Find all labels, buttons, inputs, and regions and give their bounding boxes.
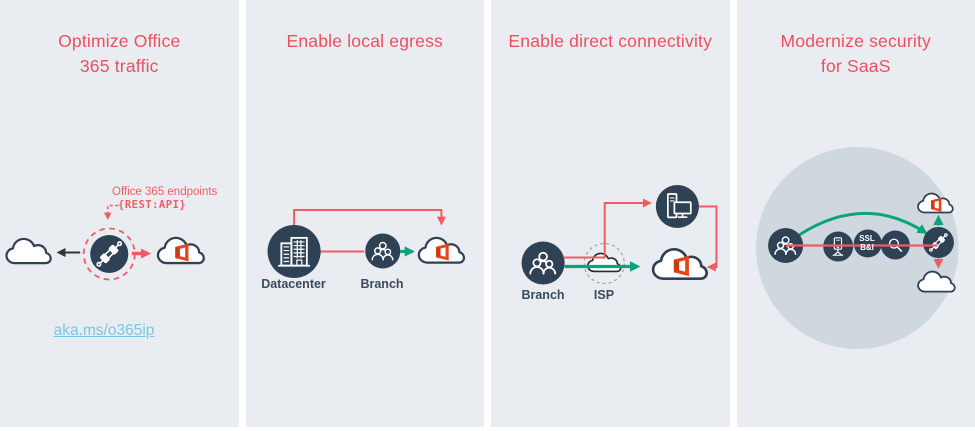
panel-title: Modernize security for SaaS bbox=[737, 29, 975, 80]
rest-api-annotation: {REST:API} bbox=[118, 199, 187, 211]
title-line: Enable local egress bbox=[286, 31, 444, 51]
title-line: Optimize Office bbox=[58, 31, 181, 51]
isp-dashed-ring bbox=[583, 242, 625, 285]
optimize-traffic-diagram bbox=[5, 204, 205, 281]
ssl-label-line: SSL bbox=[859, 234, 875, 243]
local-egress-diagram bbox=[267, 209, 465, 278]
branch-circle bbox=[521, 241, 565, 285]
modernize-security-diagram bbox=[755, 147, 958, 349]
panel-optimize-office-365-traffic: Optimize Office 365 traffic bbox=[0, 0, 239, 427]
endpoints-annotation: Office 365 endpoints bbox=[112, 186, 218, 198]
datacenter-hairpin-path bbox=[292, 209, 446, 226]
branch-circle bbox=[364, 233, 400, 269]
bypass-green-arc bbox=[797, 211, 928, 237]
isp-label: ISP bbox=[593, 288, 615, 302]
internet-cloud-icon bbox=[5, 237, 52, 265]
title-line: 365 traffic bbox=[79, 56, 159, 77]
branch-label: Branch bbox=[521, 288, 565, 302]
panel-title: Enable local egress bbox=[246, 29, 485, 54]
branch-label: Branch bbox=[360, 277, 404, 291]
panel-enable-direct-connectivity: Enable direct connectivity Bra bbox=[491, 0, 730, 427]
aka-ms-o365ip-link[interactable]: aka.ms/o365ip bbox=[53, 322, 155, 339]
title-line: Enable direct connectivity bbox=[508, 31, 713, 51]
panel-enable-local-egress: Enable local egress Datacenter Branch bbox=[245, 0, 485, 427]
title-line: Modernize security bbox=[780, 31, 931, 51]
egress-connector-circle bbox=[922, 227, 954, 258]
devices-to-cloud-path bbox=[698, 205, 718, 272]
panel-title: Optimize Office 365 traffic bbox=[0, 29, 239, 80]
connector-circle bbox=[90, 235, 129, 273]
endpoints-dashed-arrow bbox=[103, 204, 119, 221]
ssl-inspection-circle bbox=[853, 229, 882, 258]
direct-connectivity-diagram bbox=[521, 185, 718, 285]
panel-modernize-security-for-saas: Modernize security for SaaS bbox=[736, 0, 975, 427]
datacenter-label: Datacenter bbox=[261, 277, 326, 291]
panel-title: Enable direct connectivity bbox=[491, 29, 730, 54]
datacenter-circle bbox=[267, 225, 321, 278]
ssl-label-line: B&I bbox=[860, 242, 874, 252]
title-line: for SaaS bbox=[820, 56, 891, 77]
branch-to-devices-path bbox=[564, 198, 652, 259]
